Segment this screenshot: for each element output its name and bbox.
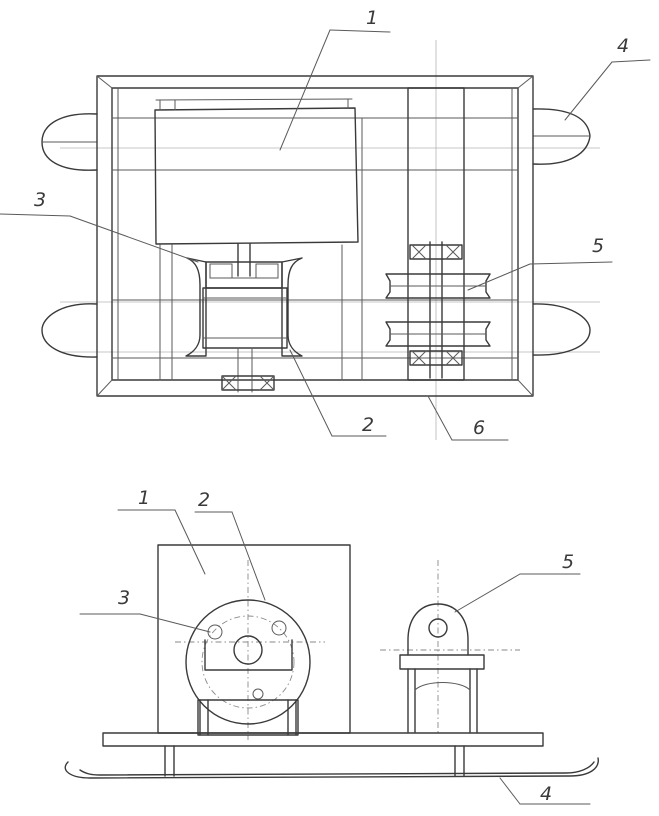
drum-front <box>185 599 311 736</box>
callout-2-top: 2 <box>362 414 374 436</box>
motor <box>154 98 359 245</box>
callout-1-front: 1 <box>138 487 150 509</box>
callout-5-top: 5 <box>592 235 604 257</box>
front-view-center-lines <box>175 560 520 740</box>
motor-front <box>157 544 351 734</box>
callout-3-top: 3 <box>34 189 46 211</box>
front-view-leaders <box>79 509 591 805</box>
runner-front <box>64 757 599 779</box>
base-plate <box>102 732 544 777</box>
callout-6-top: 6 <box>473 417 485 439</box>
top-view-construction-lines <box>60 40 600 440</box>
callout-2-front: 2 <box>198 489 210 511</box>
callout-4-top: 4 <box>617 35 629 57</box>
callout-1-top: 1 <box>366 7 378 29</box>
callout-5-front: 5 <box>562 551 574 573</box>
callout-4-front: 4 <box>540 783 552 805</box>
sheave-assembly <box>385 87 491 381</box>
runner-pods <box>41 108 591 358</box>
sheave-block-front <box>399 603 485 733</box>
front-view: 1 2 3 5 4 <box>64 487 599 805</box>
frame <box>96 75 534 397</box>
callout-3-front: 3 <box>118 587 130 609</box>
drum-assembly <box>185 243 303 393</box>
top-view-leaders <box>0 29 651 441</box>
top-view: 1 4 3 5 2 6 <box>0 7 651 441</box>
